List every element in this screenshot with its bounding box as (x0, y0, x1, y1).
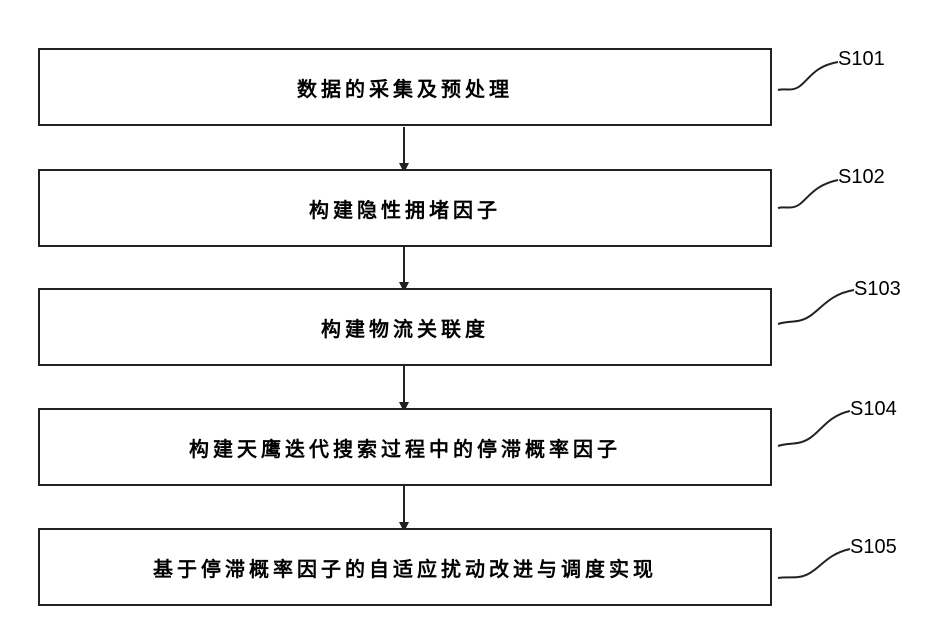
leader-s104 (778, 411, 850, 446)
leader-s102 (778, 180, 838, 208)
step-box-s105: 基于停滞概率因子的自适应扰动改进与调度实现 (38, 528, 772, 606)
step-box-s102: 构建隐性拥堵因子 (38, 169, 772, 247)
step-text-s101: 数据的采集及预处理 (297, 73, 513, 102)
step-label-s101: S101 (838, 48, 885, 71)
step-label-s104: S104 (850, 398, 897, 421)
step-box-s103: 构建物流关联度 (38, 288, 772, 366)
leader-s101 (778, 62, 838, 90)
leader-s103 (778, 290, 854, 324)
step-label-s105: S105 (850, 536, 897, 559)
step-text-s104: 构建天鹰迭代搜索过程中的停滞概率因子 (189, 433, 621, 462)
step-box-s104: 构建天鹰迭代搜索过程中的停滞概率因子 (38, 408, 772, 486)
step-text-s102: 构建隐性拥堵因子 (309, 194, 501, 223)
step-text-s103: 构建物流关联度 (321, 313, 489, 342)
step-text-s105: 基于停滞概率因子的自适应扰动改进与调度实现 (153, 553, 657, 582)
step-box-s101: 数据的采集及预处理 (38, 48, 772, 126)
step-label-s102: S102 (838, 166, 885, 189)
leader-s105 (778, 549, 850, 578)
step-label-s103: S103 (854, 278, 901, 301)
